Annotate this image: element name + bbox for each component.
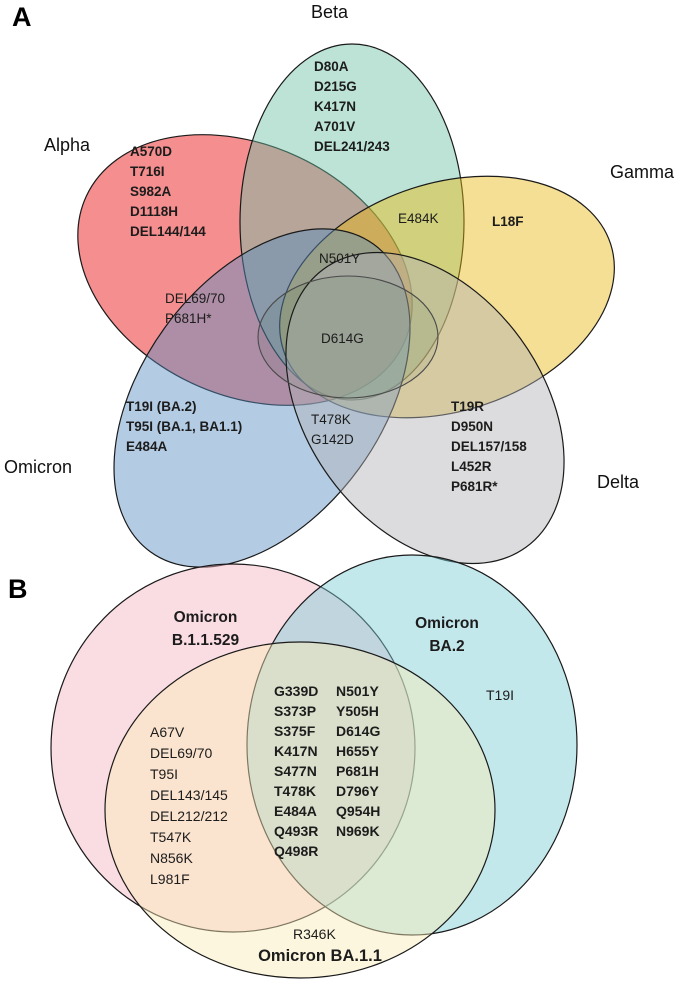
four-way-overlap-mutation: N501Y	[319, 251, 361, 266]
panel-b-ellipses	[50, 554, 578, 979]
gamma-unique-mutations: L18F	[492, 214, 524, 229]
three-way-overlap-mutations-col1: G339D S373P S375F K417N S477N T478K E484…	[274, 683, 319, 859]
ba11-ellipse	[104, 641, 496, 979]
alpha-omicron-overlap-mutations: DEL69/70 P681H*	[165, 291, 226, 326]
beta-unique-mutations: D80A D215G K417N A701V DEL241/243	[314, 59, 390, 154]
alpha-unique-mutations: A570D T716I S982A D1118H DEL144/144	[130, 144, 206, 239]
ba2-only-mutation: T19I	[486, 687, 515, 703]
ba2-ellipse	[246, 554, 578, 936]
beta-ellipse	[239, 43, 465, 401]
panel-a-ellipses	[77, 43, 615, 568]
common-region-highlight-circle	[257, 275, 439, 399]
omicron-delta-overlap-mutations: T478K G142D	[311, 412, 354, 447]
alpha-set-label: Alpha	[44, 135, 91, 155]
gamma-set-label: Gamma	[610, 162, 675, 182]
omicron-unique-mutations: T19I (BA.2) T95I (BA.1, BA1.1) E484A	[126, 399, 243, 454]
delta-set-label: Delta	[597, 472, 640, 492]
gamma-ellipse	[279, 175, 615, 419]
beta-set-label: Beta	[311, 2, 349, 22]
delta-unique-mutations: T19R D950N DEL157/158 L452R P681R*	[451, 399, 527, 494]
panel-b-marker: B	[8, 574, 28, 604]
omicron-ellipse	[113, 228, 411, 568]
all-five-overlap-mutation: D614G	[321, 331, 364, 346]
omicron-set-label: Omicron	[4, 457, 73, 477]
b11529-ellipse	[50, 563, 416, 933]
alpha-ellipse	[77, 134, 413, 406]
ba11-set-label: Omicron BA.1.1	[258, 947, 382, 965]
delta-ellipse	[285, 251, 565, 565]
three-way-overlap-mutations-col2: N501Y Y505H D614G H655Y P681H D796Y Q954…	[336, 683, 381, 839]
ba11-only-mutation: R346K	[293, 926, 336, 942]
ba2-set-label: Omicron BA.2	[415, 615, 479, 655]
b11529-set-label: Omicron B.1.1.529	[171, 609, 240, 649]
panel-a-marker: A	[12, 2, 32, 32]
beta-gamma-overlap-mutation: E484K	[398, 211, 439, 226]
b11529-ba11-overlap-mutations: A67V DEL69/70 T95I DEL143/145 DEL212/212…	[150, 724, 228, 887]
